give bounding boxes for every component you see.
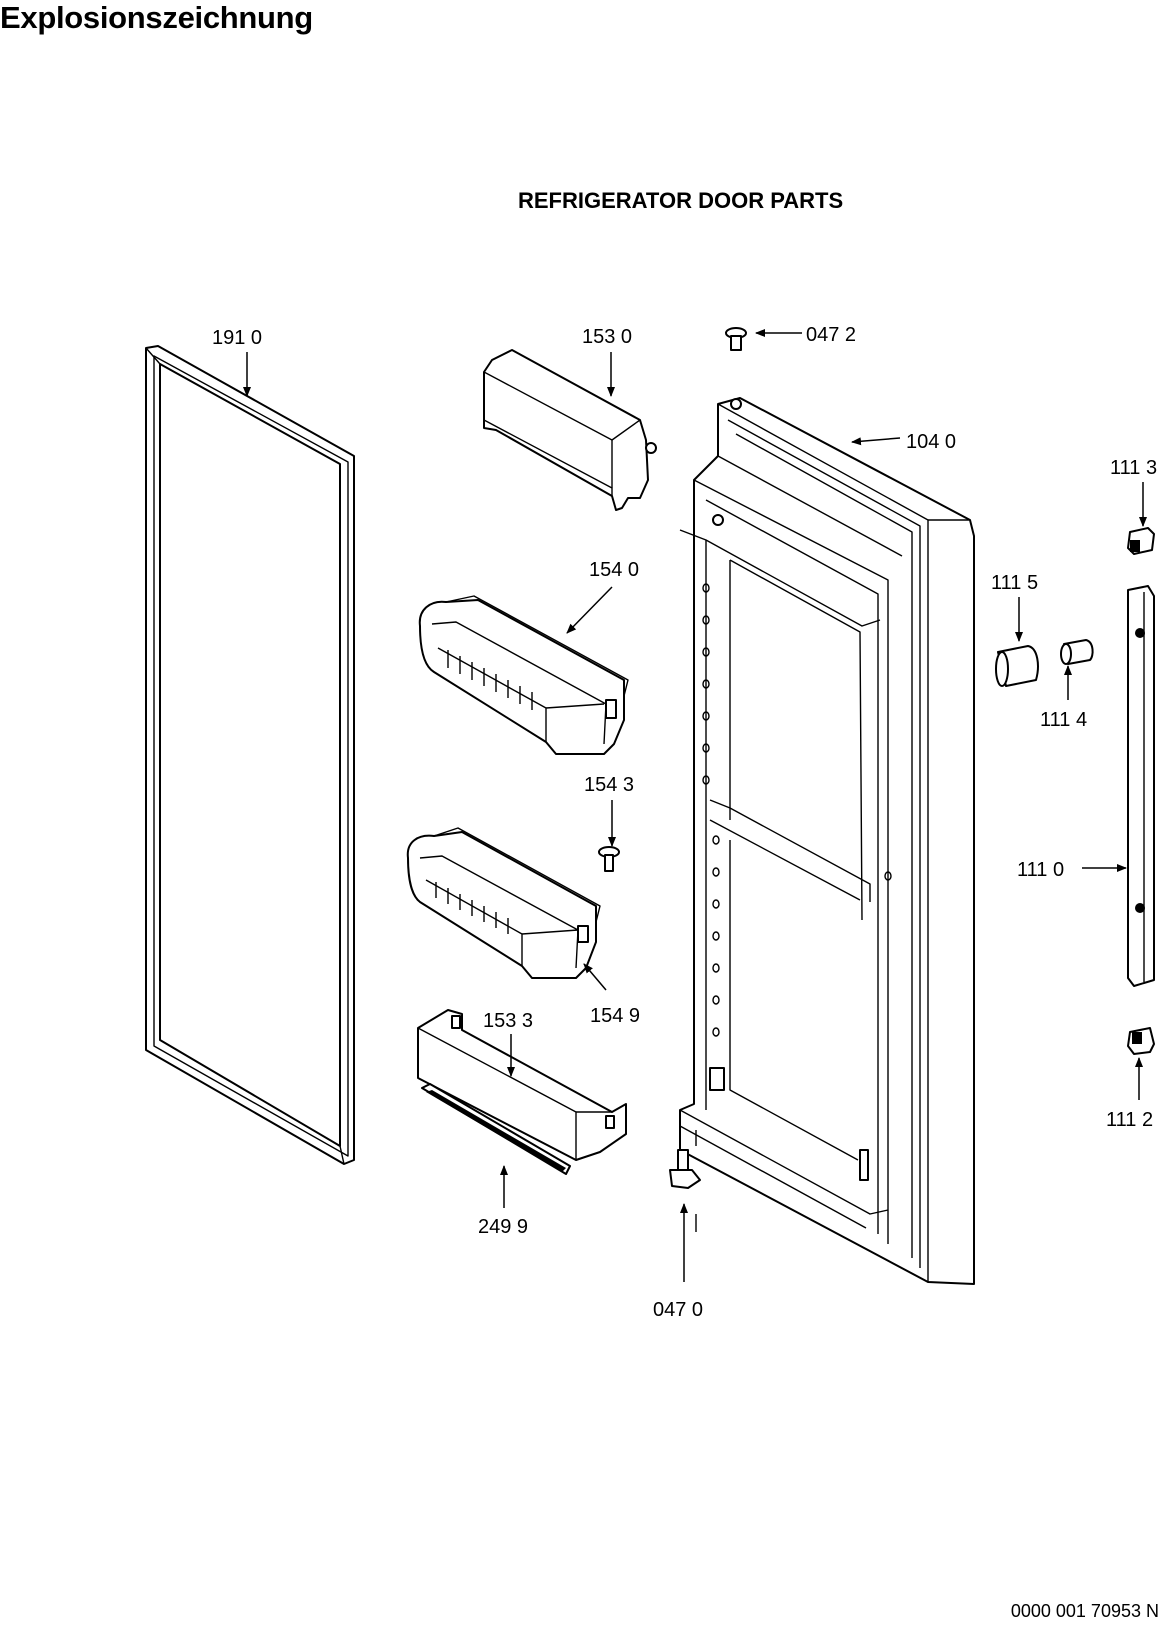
callout-111-3: 111 3 [1110, 457, 1157, 479]
callout-153-0: 153 0 [582, 326, 632, 348]
callout-154-9: 154 9 [590, 1005, 640, 1027]
page-title: Explosionszeichnung [0, 0, 313, 35]
lower-door-bin-part [406, 827, 601, 979]
dairy-cover-part [483, 349, 657, 511]
handle-top-cap-part [1127, 527, 1155, 555]
handle-bottom-cap-part [1127, 1027, 1155, 1055]
callout-111-2: 111 2 [1106, 1109, 1153, 1131]
callout-047-2: 047 2 [806, 324, 856, 346]
callout-104-0: 104 0 [906, 431, 956, 453]
top-hinge-pin-part [725, 327, 747, 351]
handle-insert-part [1060, 639, 1094, 665]
trim-strip-part [421, 1083, 571, 1175]
door-liner-part [679, 397, 975, 1285]
callout-153-3: 153 3 [483, 1010, 533, 1032]
handle-spacer-part [995, 645, 1039, 687]
callout-047-0: 047 0 [653, 1299, 703, 1321]
leader-lines [243, 329, 1147, 1282]
bottom-hinge-pin-part [669, 1130, 701, 1232]
door-handle-part [1127, 585, 1155, 987]
callout-154-3: 154 3 [584, 774, 634, 796]
callout-191-0: 191 0 [212, 327, 262, 349]
callout-249-9: 249 9 [478, 1216, 528, 1238]
bin-screw-part [598, 846, 620, 872]
upper-door-bin-part [418, 595, 629, 755]
callout-154-0: 154 0 [589, 559, 639, 581]
callout-111-0: 111 0 [1017, 859, 1064, 881]
document-number: 0000 001 70953 N [1010, 1601, 1159, 1621]
callout-111-4: 111 4 [1040, 709, 1087, 731]
diagram-title: REFRIGERATOR DOOR PARTS [518, 188, 844, 213]
callout-111-5: 111 5 [991, 572, 1038, 594]
door-gasket-part [145, 345, 355, 1165]
bottom-shelf-part [417, 1009, 627, 1161]
